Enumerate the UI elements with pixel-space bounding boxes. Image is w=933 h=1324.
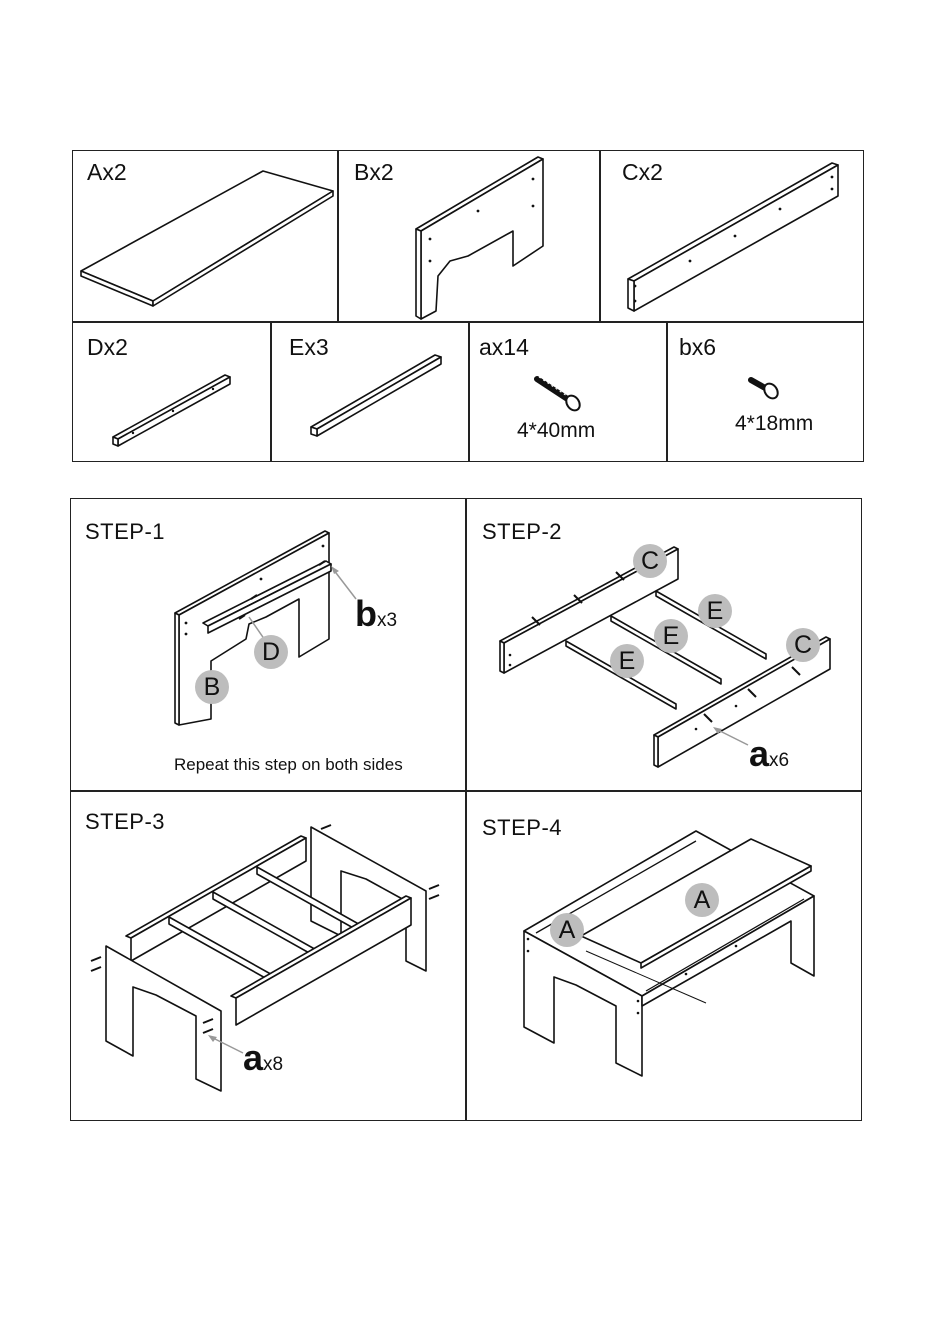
part-e-illustration	[271, 322, 470, 462]
step-2-callout-e-1: E	[698, 594, 732, 628]
step-4-illustration	[466, 791, 862, 1121]
step-1-hardware-count: x3	[377, 610, 397, 631]
step-2-callout-e-2: E	[654, 619, 688, 653]
step-4-callout-a-left: A	[550, 913, 584, 947]
step-3-panel: STEP-3 ax8	[70, 790, 467, 1121]
part-panel-a: Ax2	[72, 150, 339, 323]
step-4-panel: STEP-4 A A	[465, 790, 862, 1121]
part-panel-b: Bx2	[337, 150, 601, 323]
part-b-illustration	[338, 151, 601, 323]
step-3-hardware-qty: ax8	[243, 1037, 283, 1079]
step-2-callout-c-back: C	[633, 544, 667, 578]
step-2-panel: STEP-2 C E E E C ax6	[465, 498, 862, 792]
step-3-hardware-letter: a	[243, 1037, 263, 1078]
screw-short-icon	[667, 322, 864, 462]
part-panel-a-screw: ax14 4*40mm	[468, 321, 668, 462]
step-1-panel: STEP-1 D B bx3 Repeat this step on both …	[70, 498, 467, 792]
step-2-callout-c-front: C	[786, 628, 820, 662]
part-a-illustration	[73, 151, 339, 323]
part-d-illustration	[73, 322, 272, 462]
part-size-a-screw: 4*40mm	[517, 419, 595, 443]
step-1-note: Repeat this step on both sides	[174, 755, 403, 775]
part-size-b-screw: 4*18mm	[735, 412, 813, 436]
step-1-hardware-letter: b	[355, 593, 377, 634]
part-panel-b-screw: bx6 4*18mm	[666, 321, 864, 462]
step-1-hardware-qty: bx3	[355, 593, 397, 635]
step-2-hardware-qty: ax6	[749, 733, 789, 775]
step-1-callout-d: D	[254, 635, 288, 669]
part-panel-d: Dx2	[72, 321, 272, 462]
step-3-hardware-count: x8	[263, 1054, 283, 1075]
step-2-hardware-letter: a	[749, 733, 769, 774]
part-c-illustration	[600, 151, 864, 323]
part-panel-c: Cx2	[599, 150, 864, 323]
step-2-callout-e-3: E	[610, 644, 644, 678]
step-4-callout-a-top: A	[685, 883, 719, 917]
step-1-callout-b: B	[195, 670, 229, 704]
step-2-hardware-count: x6	[769, 750, 789, 771]
part-panel-e: Ex3	[270, 321, 470, 462]
